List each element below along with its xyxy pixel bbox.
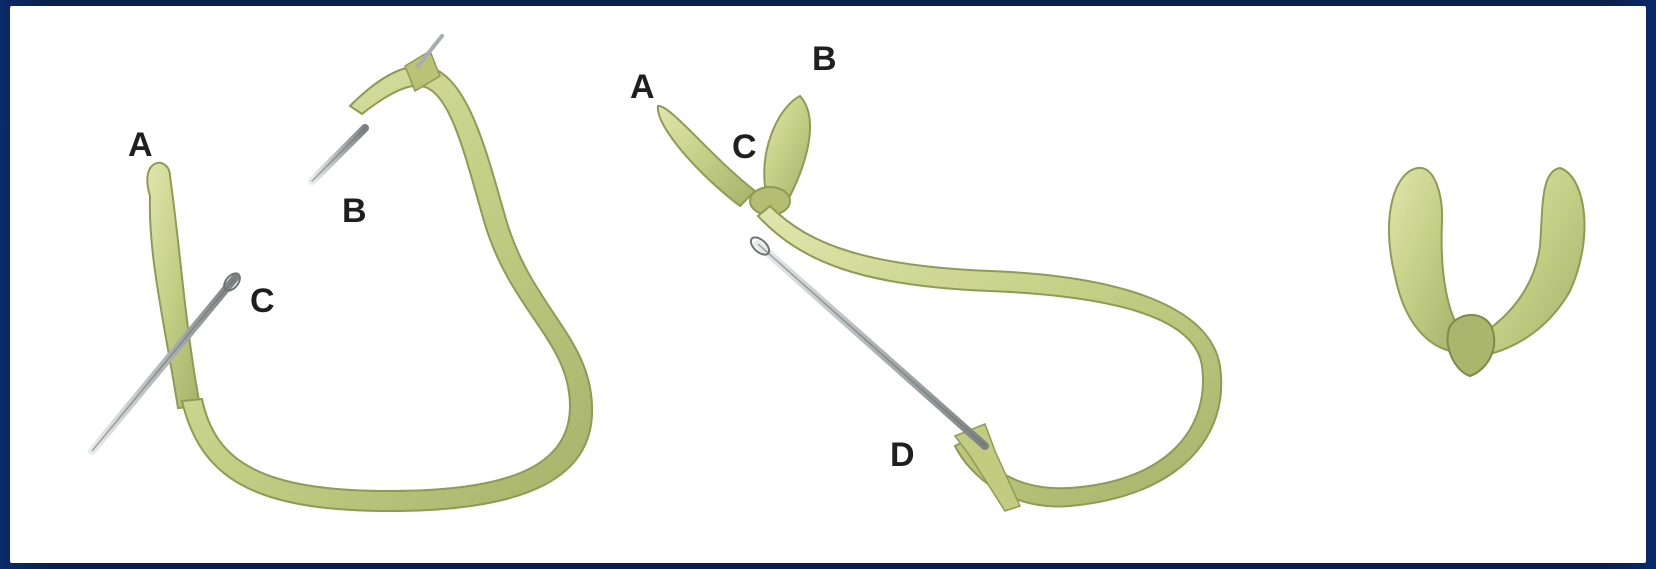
step-1-ribbon-loop	[182, 66, 592, 511]
step-1-illustration: A B C	[92, 36, 592, 511]
step-1-label-b: B	[342, 192, 367, 230]
step-2-ribbon-petal-b	[764, 96, 810, 196]
step-3-ribbon-knot	[1448, 315, 1495, 376]
step-3-illustration	[1389, 168, 1585, 376]
step-2-label-c: C	[732, 128, 757, 166]
step-2-label-d: D	[890, 436, 915, 474]
step-3-ribbon-petal-right	[1482, 168, 1584, 354]
ribbon-stitch-diagram: A B C	[10, 6, 1646, 563]
step-2-label-b: B	[812, 40, 837, 78]
step-3-ribbon-petal-left	[1389, 168, 1460, 351]
step-1-label-c: C	[250, 282, 275, 320]
step-2-label-a: A	[630, 68, 655, 106]
figure-panel: A B C	[10, 6, 1646, 563]
step-1-label-a: A	[128, 126, 153, 164]
step-1-needle-b	[312, 128, 365, 181]
step-2-ribbon-end	[955, 424, 1020, 511]
step-2-illustration: A B C D	[630, 40, 1221, 511]
